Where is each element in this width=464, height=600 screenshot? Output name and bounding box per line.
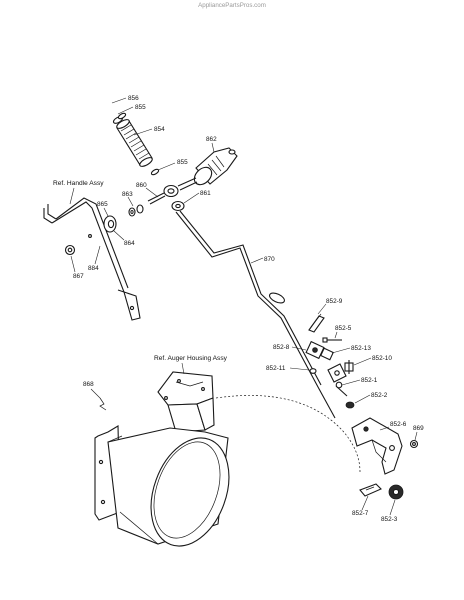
label-869[interactable]: 869 bbox=[413, 425, 424, 432]
part-863[interactable] bbox=[128, 204, 144, 217]
part-855-upper[interactable] bbox=[117, 112, 127, 120]
label-863[interactable]: 863 bbox=[122, 191, 133, 198]
label-852-5[interactable]: 852-5 bbox=[335, 325, 352, 332]
part-852-8[interactable] bbox=[305, 340, 325, 360]
part-865[interactable] bbox=[103, 215, 117, 233]
label-861[interactable]: 861 bbox=[200, 190, 211, 197]
label-852-13[interactable]: 852-13 bbox=[351, 345, 371, 352]
part-852-10[interactable] bbox=[344, 360, 354, 374]
part-852-6[interactable] bbox=[351, 417, 403, 475]
label-852-2[interactable]: 852-2 bbox=[371, 392, 388, 399]
label-867[interactable]: 867 bbox=[73, 273, 84, 280]
ref-handle-assy-label: Ref. Handle Assy bbox=[53, 180, 104, 187]
label-852-7[interactable]: 852-7 bbox=[352, 510, 369, 517]
part-852-3[interactable] bbox=[388, 484, 404, 500]
label-868[interactable]: 868 bbox=[83, 381, 94, 388]
label-855-lower[interactable]: 855 bbox=[177, 159, 188, 166]
part-869[interactable] bbox=[409, 439, 419, 449]
label-864[interactable]: 864 bbox=[124, 240, 135, 247]
label-862[interactable]: 862 bbox=[206, 136, 217, 143]
part-862[interactable] bbox=[191, 147, 238, 188]
rod-swivel bbox=[327, 363, 347, 383]
label-854[interactable]: 854 bbox=[154, 126, 165, 133]
ref-auger-housing-assy-label: Ref. Auger Housing Assy bbox=[154, 355, 228, 362]
watermark: AppliancePartsPros.com bbox=[198, 2, 266, 9]
label-884[interactable]: 884 bbox=[88, 265, 99, 272]
auger-housing bbox=[94, 371, 230, 547]
part-852-5[interactable] bbox=[322, 337, 342, 343]
label-855-upper[interactable]: 855 bbox=[135, 104, 146, 111]
label-852-8[interactable]: 852-8 bbox=[273, 344, 290, 351]
label-852-1[interactable]: 852-1 bbox=[361, 377, 378, 384]
part-868[interactable] bbox=[99, 395, 361, 473]
label-852-9[interactable]: 852-9 bbox=[326, 298, 343, 305]
label-856[interactable]: 856 bbox=[128, 95, 139, 102]
part-852-2[interactable] bbox=[345, 401, 355, 409]
label-860[interactable]: 860 bbox=[136, 182, 147, 189]
part-854[interactable] bbox=[115, 118, 153, 168]
label-852-6[interactable]: 852-6 bbox=[390, 421, 407, 428]
part-861[interactable] bbox=[171, 200, 185, 212]
part-852-13[interactable] bbox=[320, 347, 334, 361]
part-852-1[interactable] bbox=[335, 381, 348, 397]
part-852-9[interactable] bbox=[308, 313, 325, 333]
label-852-10[interactable]: 852-10 bbox=[372, 355, 392, 362]
label-870[interactable]: 870 bbox=[264, 256, 275, 263]
part-860[interactable] bbox=[147, 184, 179, 205]
handle-assembly bbox=[43, 197, 141, 321]
part-870[interactable] bbox=[175, 210, 336, 419]
part-855-lower[interactable] bbox=[150, 168, 160, 176]
label-852-11[interactable]: 852-11 bbox=[266, 365, 286, 372]
part-867[interactable] bbox=[64, 244, 76, 256]
part-852-7[interactable] bbox=[359, 483, 382, 497]
label-852-3[interactable]: 852-3 bbox=[381, 516, 398, 523]
part-852-11[interactable] bbox=[309, 368, 317, 374]
label-865[interactable]: 865 bbox=[97, 201, 108, 208]
